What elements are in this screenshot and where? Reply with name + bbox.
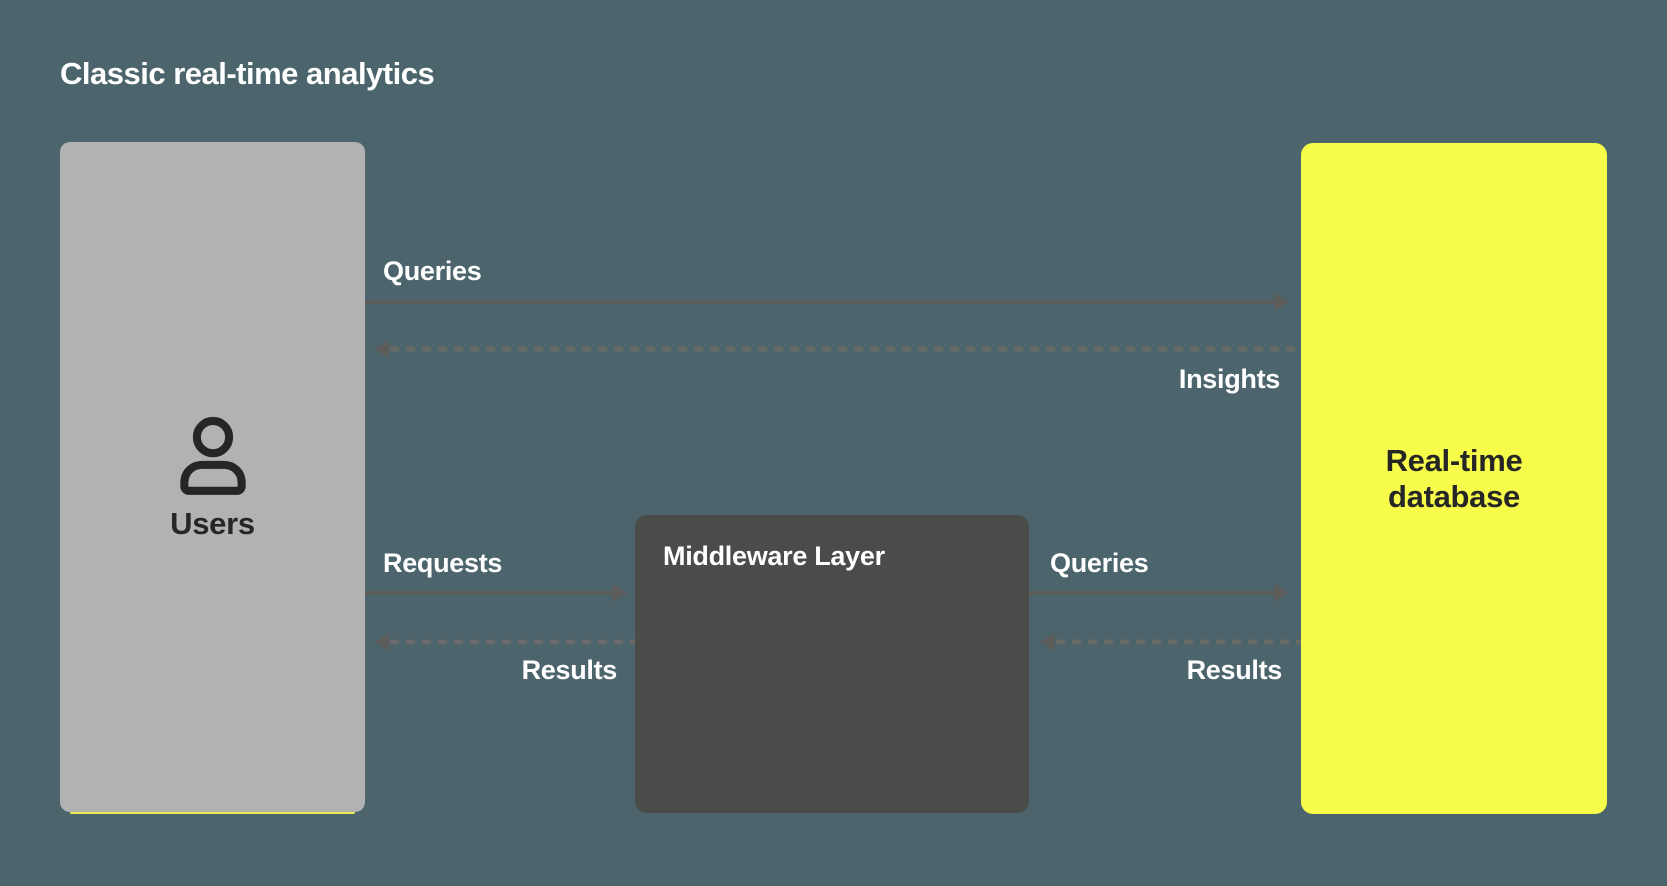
arrow-middleware-to-database [1029,584,1289,602]
arrow-middleware-to-users [374,633,636,651]
node-database: Real-time database [1301,143,1607,814]
node-users: Users [60,142,365,814]
arrowhead-left-icon [374,340,389,358]
edge-label-results-right: Results [1186,655,1283,685]
node-users-label: Users [170,506,255,541]
node-database-label: Real-time database [1385,442,1523,514]
edge-label-queries-top: Queries [383,256,482,286]
arrowhead-right-icon [612,584,627,602]
arrow-database-to-middleware [1040,633,1302,651]
arrowhead-right-icon [1274,584,1289,602]
arrowhead-right-icon [1274,293,1289,311]
user-icon [179,416,246,495]
arrow-users-to-database [365,293,1289,311]
edge-label-results-left: Results [521,655,618,685]
node-middleware-label: Middleware Layer [663,541,885,571]
edge-label-requests: Requests [383,548,503,578]
arrow-users-to-middleware [365,584,627,602]
edge-label-insights: Insights [1178,364,1280,394]
arrowhead-left-icon [374,633,389,651]
edge-label-queries-right: Queries [1050,548,1149,578]
arrowhead-left-icon [1040,633,1055,651]
diagram-title: Classic real-time analytics [60,56,435,91]
node-middleware: Middleware Layer [635,515,1029,813]
arrow-database-to-users [374,340,1302,358]
